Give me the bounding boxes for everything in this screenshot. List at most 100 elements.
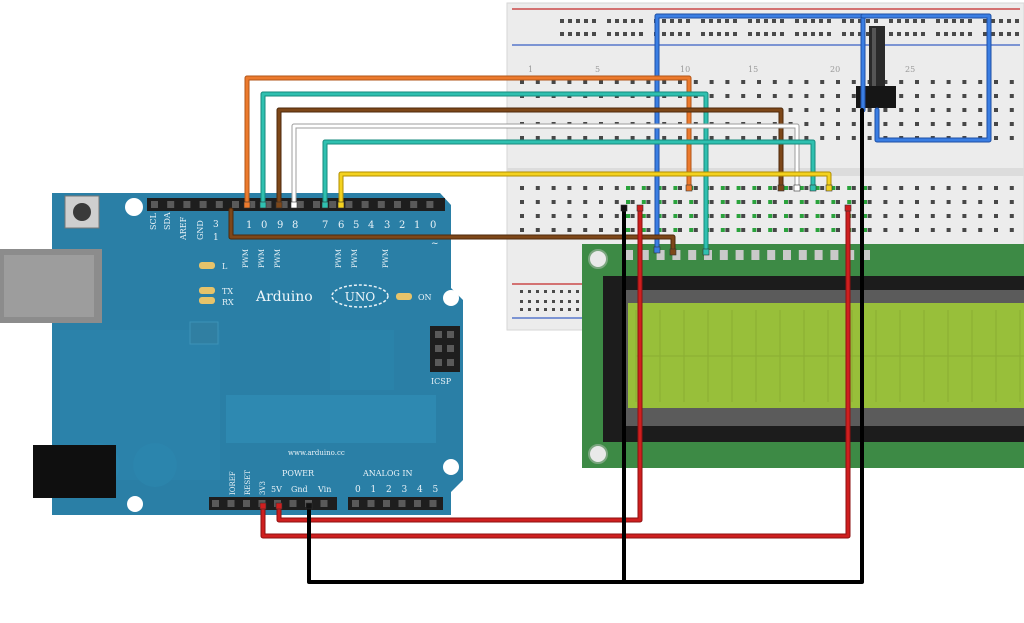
terminal-hole — [678, 200, 682, 204]
analog-pin-label: 1 — [371, 485, 377, 495]
wire-end — [844, 204, 852, 212]
terminal-hole — [851, 122, 856, 126]
rail-hole — [780, 32, 784, 36]
rail-hole — [717, 32, 721, 36]
arduino-brand-text: Arduino — [255, 289, 313, 305]
rail-hole — [528, 308, 531, 311]
rail-hole — [819, 19, 823, 23]
terminal-hole — [567, 200, 572, 204]
wire-end — [685, 184, 693, 192]
rail-hole — [662, 19, 666, 23]
wire-end — [653, 246, 661, 254]
rail-hole — [639, 32, 643, 36]
capacitor — [133, 443, 177, 487]
header-pin — [280, 201, 288, 208]
terminal-hole — [757, 80, 761, 84]
rail-hole — [756, 19, 760, 23]
header-pin — [352, 500, 359, 507]
terminal-hole-active — [863, 186, 867, 190]
terminal-hole — [883, 80, 888, 84]
rail-hole — [827, 32, 831, 36]
terminal-hole — [962, 214, 967, 218]
terminal-hole — [693, 228, 698, 232]
terminal-hole — [788, 136, 793, 140]
digital-pin-label: 5 — [353, 220, 359, 231]
lcd-character-grid — [635, 310, 1024, 402]
terminal-hole — [946, 214, 951, 218]
mount-hole — [443, 290, 459, 306]
header-pin — [151, 201, 158, 208]
wire-end — [777, 184, 785, 192]
wire-end — [702, 248, 710, 256]
wire-black-gnd — [307, 108, 864, 584]
terminal-hole — [535, 136, 540, 140]
terminal-hole — [962, 200, 967, 204]
terminal-hole — [946, 122, 951, 126]
wire-white — [292, 124, 799, 207]
terminal-hole — [820, 122, 825, 126]
power-pin-gnd: Gnd — [291, 485, 308, 494]
rail-hole — [842, 19, 846, 23]
terminal-hole — [709, 228, 714, 232]
rail-hole — [991, 32, 995, 36]
analog-pin-label: 4 — [417, 485, 423, 495]
rail-hole — [1007, 32, 1011, 36]
terminal-hole — [725, 186, 730, 190]
terminal-hole-active — [657, 228, 662, 232]
rail-hole — [568, 32, 572, 36]
led-rx-label: RX — [222, 298, 234, 307]
terminal-hole — [678, 80, 682, 84]
terminal-hole-active — [831, 200, 836, 204]
digital-pin-label: 4 — [368, 220, 374, 231]
rail-hole — [1007, 19, 1011, 23]
terminal-hole — [899, 214, 904, 218]
terminal-hole — [930, 200, 935, 204]
terminal-hole — [646, 214, 651, 218]
terminal-hole-active — [626, 214, 630, 218]
potentiometer-shaft — [869, 26, 885, 88]
lcd-pin-pad — [862, 250, 870, 260]
terminal-hole-active — [641, 228, 646, 232]
header-pin — [329, 201, 337, 208]
rail-hole — [991, 19, 995, 23]
uno-badge — [331, 284, 389, 308]
terminal-hole — [693, 200, 698, 204]
terminal-hole — [851, 200, 856, 204]
terminal-hole — [630, 186, 635, 190]
terminal-hole — [551, 214, 556, 218]
rail-hole — [952, 32, 956, 36]
terminal-hole — [851, 136, 856, 140]
power-pin-ioref: IOREF — [229, 471, 237, 495]
wire-end — [259, 502, 267, 510]
rail-hole — [936, 32, 940, 36]
terminal-hole — [1009, 136, 1014, 140]
rail-hole — [960, 19, 964, 23]
terminal-hole — [820, 136, 825, 140]
terminal-hole — [915, 200, 919, 204]
rail-hole — [568, 300, 571, 303]
terminal-hole — [899, 108, 904, 112]
rail-hole — [748, 32, 752, 36]
rail-hole — [670, 32, 674, 36]
terminal-hole-active — [863, 200, 867, 204]
digital-header-pins — [151, 201, 434, 208]
header-pin — [296, 201, 304, 208]
rail-hole — [662, 32, 666, 36]
terminal-hole — [804, 186, 809, 190]
terminal-hole — [757, 200, 761, 204]
potentiometer — [856, 26, 896, 108]
header-pin — [398, 500, 406, 507]
terminal-hole — [978, 214, 983, 218]
terminal-hole — [599, 80, 603, 84]
terminal-hole-active — [673, 200, 678, 204]
rail-hole — [819, 32, 823, 36]
terminal-hole — [1009, 186, 1014, 190]
terminal-hole — [946, 80, 951, 84]
wire-end — [275, 201, 283, 209]
lcd-pin-pad — [767, 250, 776, 260]
terminal-hole — [978, 186, 983, 190]
terminal-hole — [725, 214, 730, 218]
digital-pin-label: 0 — [430, 220, 436, 231]
